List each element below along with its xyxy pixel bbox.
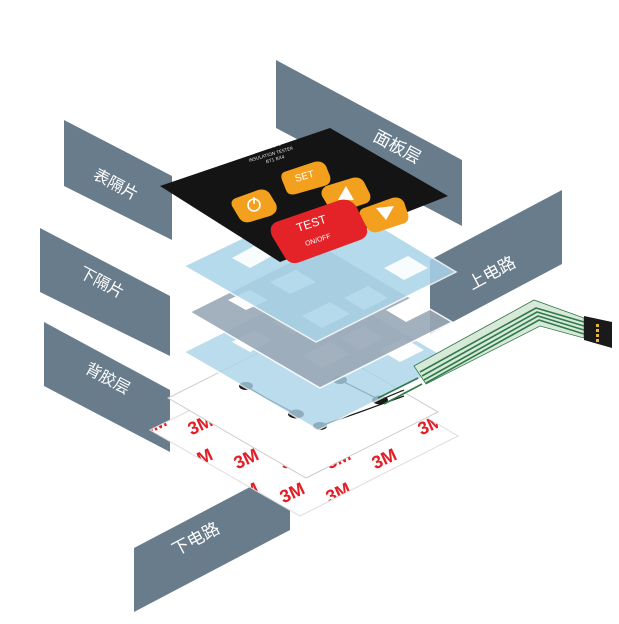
flex-tail-traces [377, 307, 585, 405]
banner-bottom-spacer: 下隔片 [40, 228, 170, 356]
panel-subtitle-2: BT1 BX4 [265, 154, 285, 165]
banner-upper-circuit: 上电路 [430, 190, 562, 334]
down-button[interactable] [359, 197, 409, 233]
up-arrow-icon [338, 186, 354, 200]
set-button[interactable]: SET [281, 161, 331, 195]
down-arrow-icon [376, 206, 394, 220]
banner-adhesive-layer: 背胶层 [44, 322, 170, 452]
top-spacer-holes [232, 246, 428, 280]
power-button[interactable] [231, 189, 277, 223]
test-button[interactable]: TEST ON/OFF [270, 199, 368, 264]
connector-pins [596, 324, 599, 342]
set-key-label: SET [294, 169, 316, 185]
banner-lower-circuit: 下电路 [134, 466, 290, 612]
banner-top-spacer: 表隔片 [64, 120, 172, 240]
